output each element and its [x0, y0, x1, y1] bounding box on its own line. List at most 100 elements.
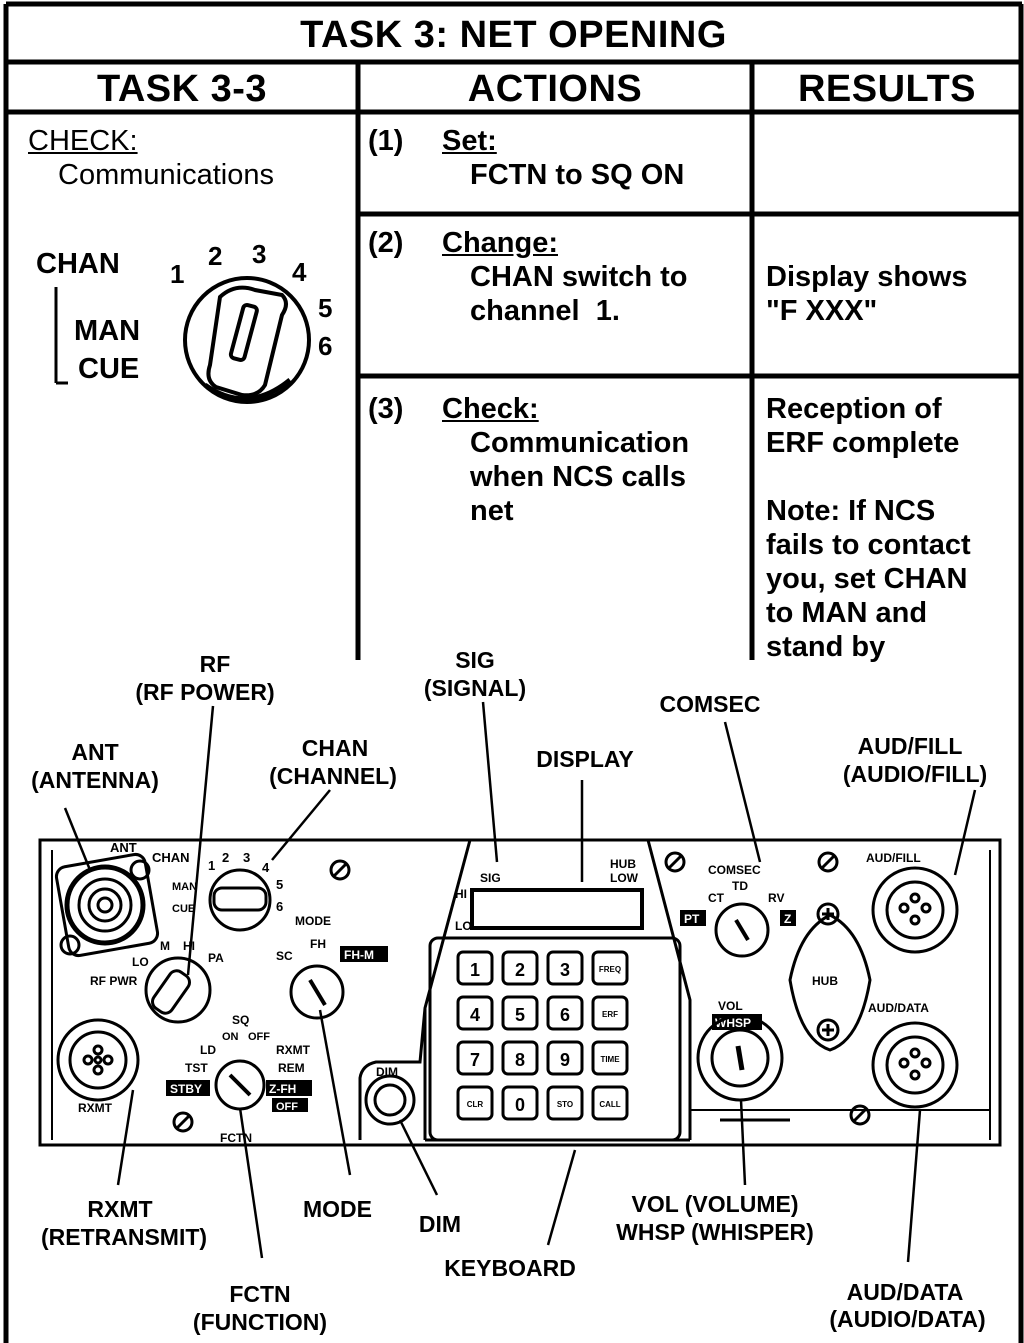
chan-pos-4: 4 [292, 257, 307, 287]
keypad-key [501, 1085, 539, 1121]
svg-text:Z-FH: Z-FH [269, 1082, 296, 1096]
chan-pos-2: 2 [208, 241, 222, 271]
svg-text:SC: SC [276, 949, 293, 963]
rxmt-connector-icon [56, 1018, 140, 1102]
chan-knob-icon [183, 276, 311, 404]
svg-text:LO: LO [455, 919, 472, 933]
step-3-line-3: net [470, 495, 514, 527]
step-3-result-note-1: Note: If NCS [766, 495, 936, 527]
svg-text:LOW: LOW [610, 871, 639, 885]
keypad-key [456, 1085, 494, 1121]
callout-audfill: AUD/FILL [857, 733, 963, 759]
svg-text:4: 4 [262, 860, 270, 875]
keypad-key-label: 2 [515, 960, 525, 980]
chan-dial-man: MAN [74, 315, 140, 347]
keypad-key [501, 995, 539, 1031]
panel-audfill-label: AUD/FILL [866, 851, 921, 865]
callout-mode: MODE [303, 1196, 372, 1222]
svg-text:PT: PT [684, 912, 700, 926]
table-frame [3, 1, 1024, 660]
column-header-actions: ACTIONS [467, 68, 643, 110]
panel-auddata-label: AUD/DATA [868, 1001, 929, 1015]
callout-ant-sub: (ANTENNA) [31, 767, 159, 793]
callout-sig-sub: (SIGNAL) [423, 675, 527, 701]
keypad-key-label: 6 [560, 1005, 570, 1025]
svg-text:3: 3 [243, 850, 250, 865]
keypad-key-label: CLR [467, 1100, 484, 1109]
callout-leaders [63, 701, 977, 1263]
svg-text:RV: RV [768, 891, 784, 905]
chan-pos-6: 6 [318, 331, 332, 361]
page-title: TASK 3: NET OPENING [300, 14, 727, 56]
column-header-task: TASK 3-3 [96, 68, 268, 110]
step-3-result-note-2: fails to contact [766, 529, 971, 561]
callout-ant: ANT [71, 739, 119, 765]
ant-connector-icon [54, 852, 160, 958]
callout-audfill-sub: (AUDIO/FILL) [842, 761, 988, 787]
chan-dial-diagram: CHAN MAN CUE 1 2 3 4 5 6 [36, 239, 332, 404]
panel-chan-label: CHAN [152, 850, 190, 865]
keypad-key-label: 9 [560, 1050, 570, 1070]
hub-icon [788, 902, 872, 1052]
chan-pos-5: 5 [318, 293, 332, 323]
step-3-verb: Check: [442, 393, 539, 425]
keypad-key-label: ERF [602, 1010, 618, 1019]
svg-text:1: 1 [208, 858, 215, 873]
callout-rf: RF [199, 651, 231, 677]
keypad-key [546, 950, 584, 986]
callout-dim: DIM [418, 1211, 462, 1237]
panel-rxmt-label: RXMT [78, 1101, 113, 1115]
keypad-key-label: 3 [560, 960, 570, 980]
svg-text:CT: CT [708, 891, 725, 905]
step-3-result-note-3: you, set CHAN [766, 563, 968, 595]
panel-comsec-knob-icon [714, 902, 770, 958]
task-heading: CHECK: [28, 125, 138, 157]
keypad-key-label: 0 [515, 1095, 525, 1115]
step-1-verb: Set: [442, 125, 497, 157]
panel-man-label: MAN [172, 881, 197, 893]
step-3-line-2: when NCS calls [470, 461, 686, 493]
panel-fctn-knob-icon [214, 1059, 266, 1111]
keypad-key [456, 1040, 494, 1076]
callout-sig: SIG [455, 647, 495, 673]
step-3-result-2: ERF complete [766, 427, 960, 459]
keypad-key [591, 995, 629, 1031]
svg-text:STBY: STBY [170, 1082, 202, 1096]
callout-display: DISPLAY [536, 746, 634, 772]
chan-dial-label: CHAN [36, 248, 120, 280]
callout-rxmt-sub: (RETRANSMIT) [40, 1224, 208, 1250]
svg-text:REM: REM [278, 1061, 305, 1075]
svg-text:ON: ON [222, 1031, 239, 1043]
keypad-key [591, 950, 629, 986]
svg-text:FH-M: FH-M [344, 948, 374, 962]
keypad-key-label: STO [557, 1100, 573, 1109]
callout-auddata-sub: (AUDIO/DATA) [829, 1306, 986, 1332]
panel-dim-knob-icon [364, 1074, 416, 1126]
panel-fctn-label: FCTN [220, 1131, 252, 1145]
svg-text:LO: LO [132, 955, 149, 969]
callout-comsec: COMSEC [659, 691, 761, 717]
keypad-key [591, 1040, 629, 1076]
keypad-key-label: CALL [599, 1100, 620, 1109]
svg-text:HI: HI [455, 887, 467, 901]
keypad-key [456, 950, 494, 986]
svg-text:2: 2 [222, 850, 229, 865]
keypad-key-label: 1 [470, 960, 480, 980]
step-3-result-1: Reception of [766, 393, 942, 425]
step-3-num: (3) [368, 393, 404, 425]
keypad-key-label: 8 [515, 1050, 525, 1070]
panel-comsec-label: COMSEC [708, 863, 761, 877]
panel-mode-title: MODE [295, 914, 331, 928]
keypad [428, 936, 682, 1142]
chan-pos-1: 1 [170, 259, 184, 289]
svg-text:TD: TD [732, 879, 748, 893]
chan-dial-cue: CUE [78, 353, 139, 385]
panel-mode-knob-icon [289, 964, 345, 1020]
step-2-num: (2) [368, 227, 404, 259]
keypad-key [546, 1040, 584, 1076]
step-2-verb: Change: [442, 227, 558, 259]
column-header-results: RESULTS [797, 68, 977, 110]
svg-text:HUB: HUB [610, 857, 636, 871]
panel-ant-label: ANT [110, 840, 137, 855]
